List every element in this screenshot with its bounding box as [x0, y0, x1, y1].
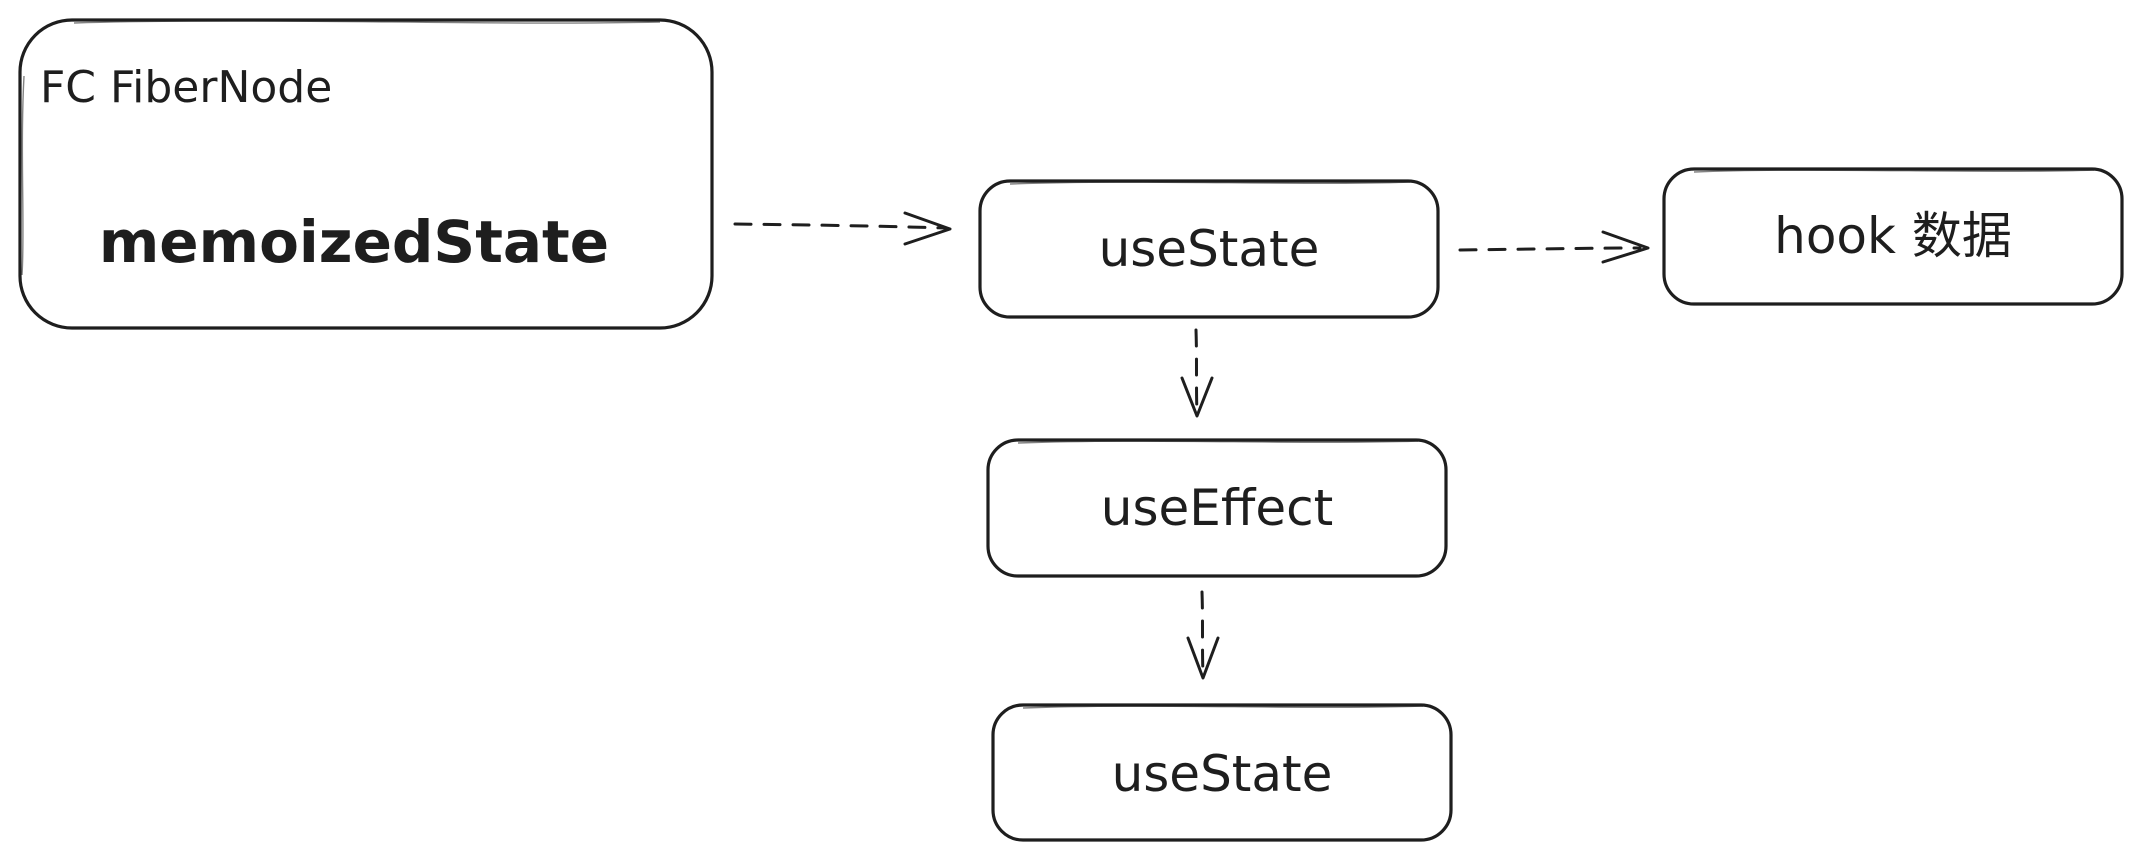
edge-hook-2-to-hook-3 — [1186, 590, 1220, 680]
hook-node-use-state-1[interactable]: useState — [978, 179, 1440, 319]
hook-node-use-state-2[interactable]: useState — [991, 703, 1453, 842]
memoized-state-label: memoizedState — [99, 208, 609, 276]
edge-hook-1-to-hook-2 — [1180, 328, 1214, 418]
hook-node-use-effect[interactable]: useEffect — [986, 438, 1448, 578]
hook-node-label: useState — [1112, 745, 1333, 803]
fiber-node-box[interactable]: FC FiberNode memoizedState — [18, 18, 714, 330]
hook-node-label: useState — [1099, 220, 1320, 278]
hook-node-label: useEffect — [1101, 479, 1333, 537]
hook-data-node[interactable]: hook 数据 — [1662, 167, 2124, 306]
hook-data-label: hook 数据 — [1774, 207, 2012, 265]
edge-hook-to-hook-data — [1458, 230, 1650, 264]
edge-fiber-to-first-hook — [733, 211, 952, 246]
fiber-node-caption: FC FiberNode — [40, 62, 332, 113]
